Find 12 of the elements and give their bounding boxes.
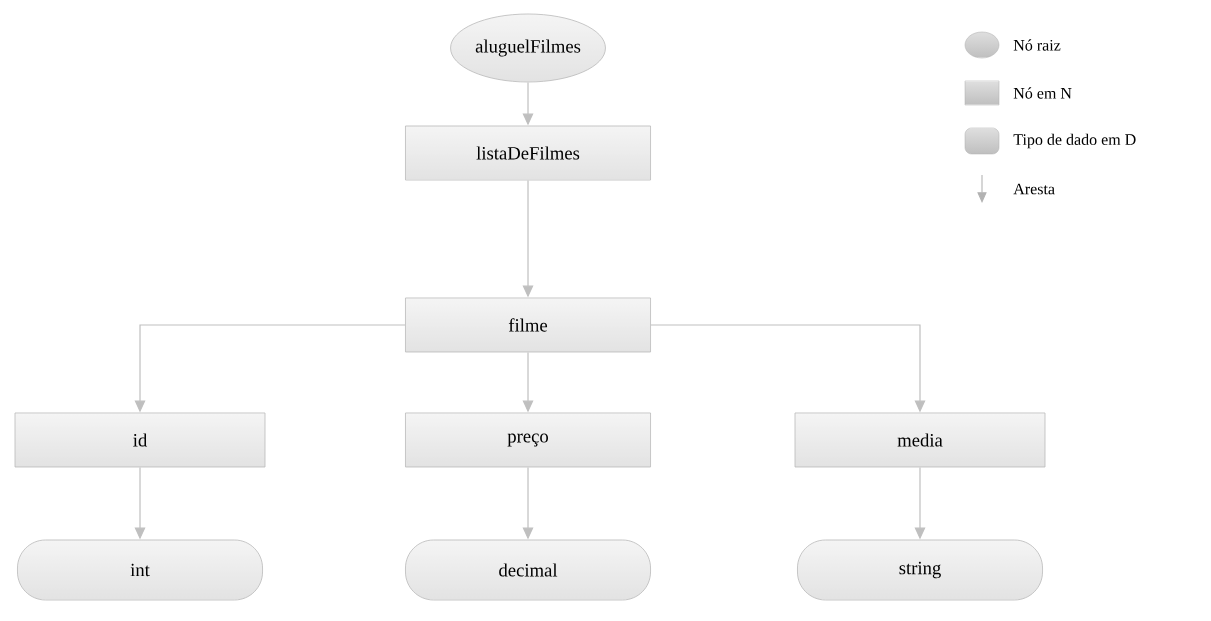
legend-label: Nó em N xyxy=(1013,87,1072,99)
legend-label: Tipo de dado em D xyxy=(1013,133,1136,149)
node-box: id xyxy=(14,412,266,468)
legend-label: Aresta xyxy=(1013,183,1055,195)
node-box: listaDeFilmes xyxy=(405,125,651,181)
node-box: media xyxy=(794,412,1046,468)
legend-label: Nó raiz xyxy=(1013,39,1061,51)
type-pill: string xyxy=(797,539,1043,601)
node-box: filme xyxy=(405,297,651,353)
type-pill: decimal xyxy=(405,539,651,601)
node-box: preço xyxy=(405,412,651,468)
type-pill: int xyxy=(17,539,263,601)
